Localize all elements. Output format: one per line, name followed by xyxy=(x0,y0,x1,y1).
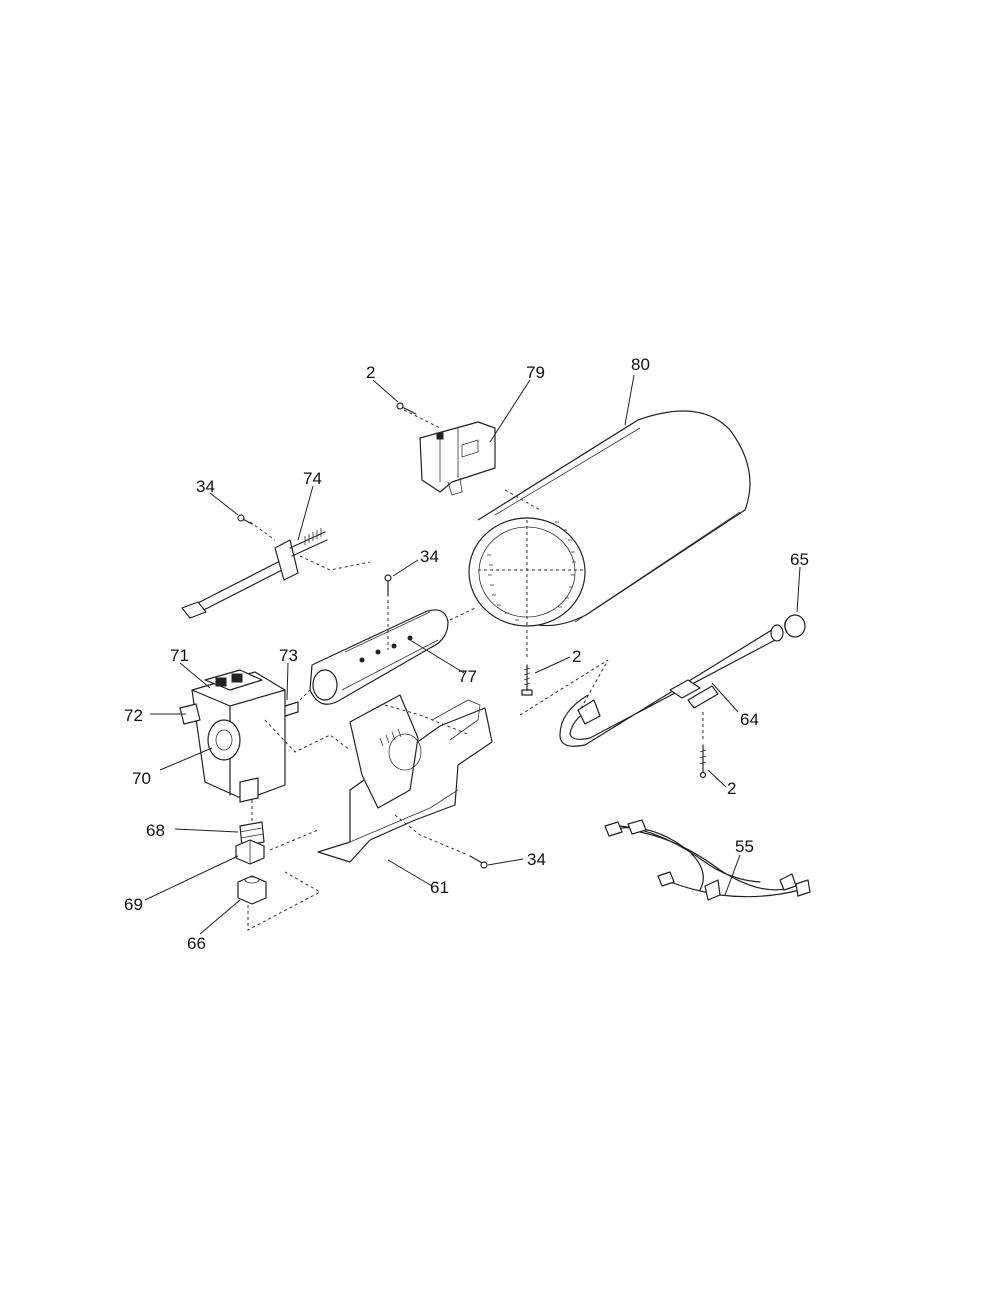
part-61-burner-bracket xyxy=(317,694,493,863)
screw-2-chamber xyxy=(521,664,533,696)
part-65-cap xyxy=(784,614,806,638)
part-68-orifice xyxy=(239,821,265,847)
part-79-bracket xyxy=(419,421,496,496)
callout-68: 68 xyxy=(146,821,165,840)
callout-2-top: 2 xyxy=(366,363,375,382)
callout-70: 70 xyxy=(132,769,151,788)
part-80-combustion-chamber xyxy=(468,410,751,627)
callout-2-chamber: 2 xyxy=(572,647,581,666)
assembly-lines xyxy=(247,409,704,931)
part-55-wire-harness xyxy=(604,819,811,901)
screw-34-left xyxy=(237,514,253,525)
callout-73: 73 xyxy=(279,646,298,665)
screw-2-pipe xyxy=(699,744,707,779)
callout-65: 65 xyxy=(790,550,809,569)
callout-69: 69 xyxy=(124,895,143,914)
part-77-burner-tube xyxy=(309,609,449,705)
callout-55: 55 xyxy=(735,837,754,856)
callout-71: 71 xyxy=(170,646,189,665)
screw-2-top xyxy=(396,402,417,415)
callout-74: 74 xyxy=(303,469,322,488)
callout-2-pipe: 2 xyxy=(727,779,736,798)
callout-77: 77 xyxy=(458,667,477,686)
callout-66: 66 xyxy=(187,934,206,953)
screw-34-bracket xyxy=(469,855,488,869)
callout-79: 79 xyxy=(526,363,545,382)
callout-34-mid: 34 xyxy=(420,547,439,566)
callout-34-left: 34 xyxy=(196,477,215,496)
part-69-hex-fitting xyxy=(235,839,265,865)
callout-80: 80 xyxy=(631,355,650,374)
leader-lines xyxy=(144,374,801,935)
screw-34-mid xyxy=(384,574,392,597)
part-66-fitting xyxy=(237,875,267,905)
callout-61: 61 xyxy=(430,878,449,897)
part-64-gas-pipe xyxy=(559,624,784,747)
callout-72: 72 xyxy=(124,706,143,725)
callout-64: 64 xyxy=(740,710,759,729)
callout-34-bracket: 34 xyxy=(527,850,546,869)
callout-labels: 2 79 80 34 74 34 65 71 73 2 77 72 64 70 … xyxy=(124,355,809,953)
part-70-gas-valve xyxy=(179,669,299,803)
part-74-flame-sensor xyxy=(181,528,328,619)
